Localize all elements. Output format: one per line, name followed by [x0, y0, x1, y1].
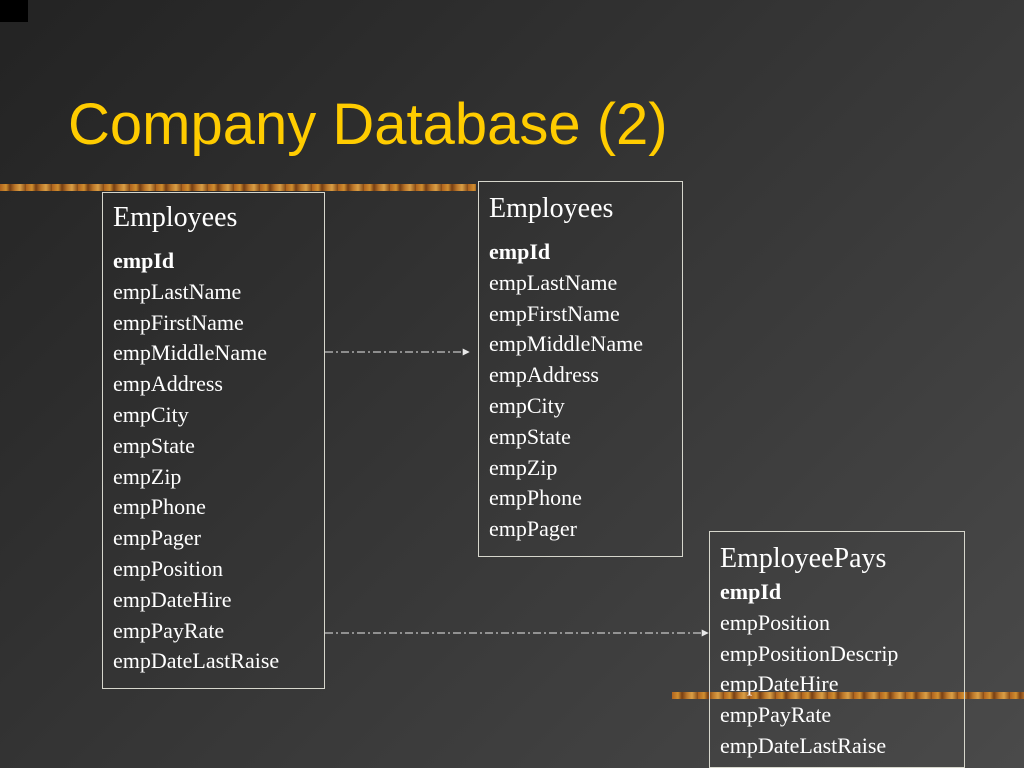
field: empZip: [113, 463, 182, 489]
field: empPosition: [113, 555, 224, 581]
field: empDateHire: [113, 586, 232, 612]
field: empDateLastRaise: [113, 648, 280, 674]
field: empFirstName: [489, 300, 620, 326]
field: empPhone: [489, 485, 582, 511]
field: empDateHire: [720, 671, 839, 697]
table-title: Employees: [113, 202, 238, 233]
field: empDateLastRaise: [720, 732, 887, 758]
field: empPosition: [720, 609, 831, 635]
slide-title: Company Database (2): [68, 92, 668, 157]
primary-key-field: empId: [720, 579, 782, 604]
field: empPayRate: [113, 617, 225, 643]
employee-pays-table: EmployeePays empId empPosition empPositi…: [709, 531, 965, 768]
primary-key-field: empId: [489, 239, 551, 264]
bottom-divider: [672, 692, 1024, 699]
field: empPager: [113, 525, 201, 551]
field: empAddress: [489, 362, 599, 388]
field: empAddress: [113, 371, 223, 397]
field: empPager: [489, 516, 577, 542]
field: empMiddleName: [489, 331, 643, 357]
field-list: empId empPosition empPositionDescrip emp…: [720, 577, 954, 762]
field: empFirstName: [113, 309, 244, 335]
field: empPositionDescrip: [720, 640, 899, 666]
field: empLastName: [113, 278, 242, 304]
field: empCity: [489, 392, 565, 418]
field: empState: [113, 432, 195, 458]
employees-original-table: Employees empId empLastName empFirstName…: [102, 192, 325, 689]
primary-key-field: empId: [113, 248, 175, 273]
table-title: Employees: [489, 193, 614, 224]
field: empPayRate: [720, 702, 832, 728]
field: empCity: [113, 401, 189, 427]
table-title: EmployeePays: [720, 543, 887, 574]
field-list: empId empLastName empFirstName empMiddle…: [489, 237, 672, 545]
corner-mark: [0, 0, 28, 22]
field: empState: [489, 423, 571, 449]
field-list: empId empLastName empFirstName empMiddle…: [113, 246, 314, 677]
employees-table: Employees empId empLastName empFirstName…: [478, 181, 683, 557]
title-divider: [0, 184, 476, 191]
field: empPhone: [113, 494, 206, 520]
field: empLastName: [489, 269, 618, 295]
field: empZip: [489, 454, 558, 480]
field: empMiddleName: [113, 340, 267, 366]
